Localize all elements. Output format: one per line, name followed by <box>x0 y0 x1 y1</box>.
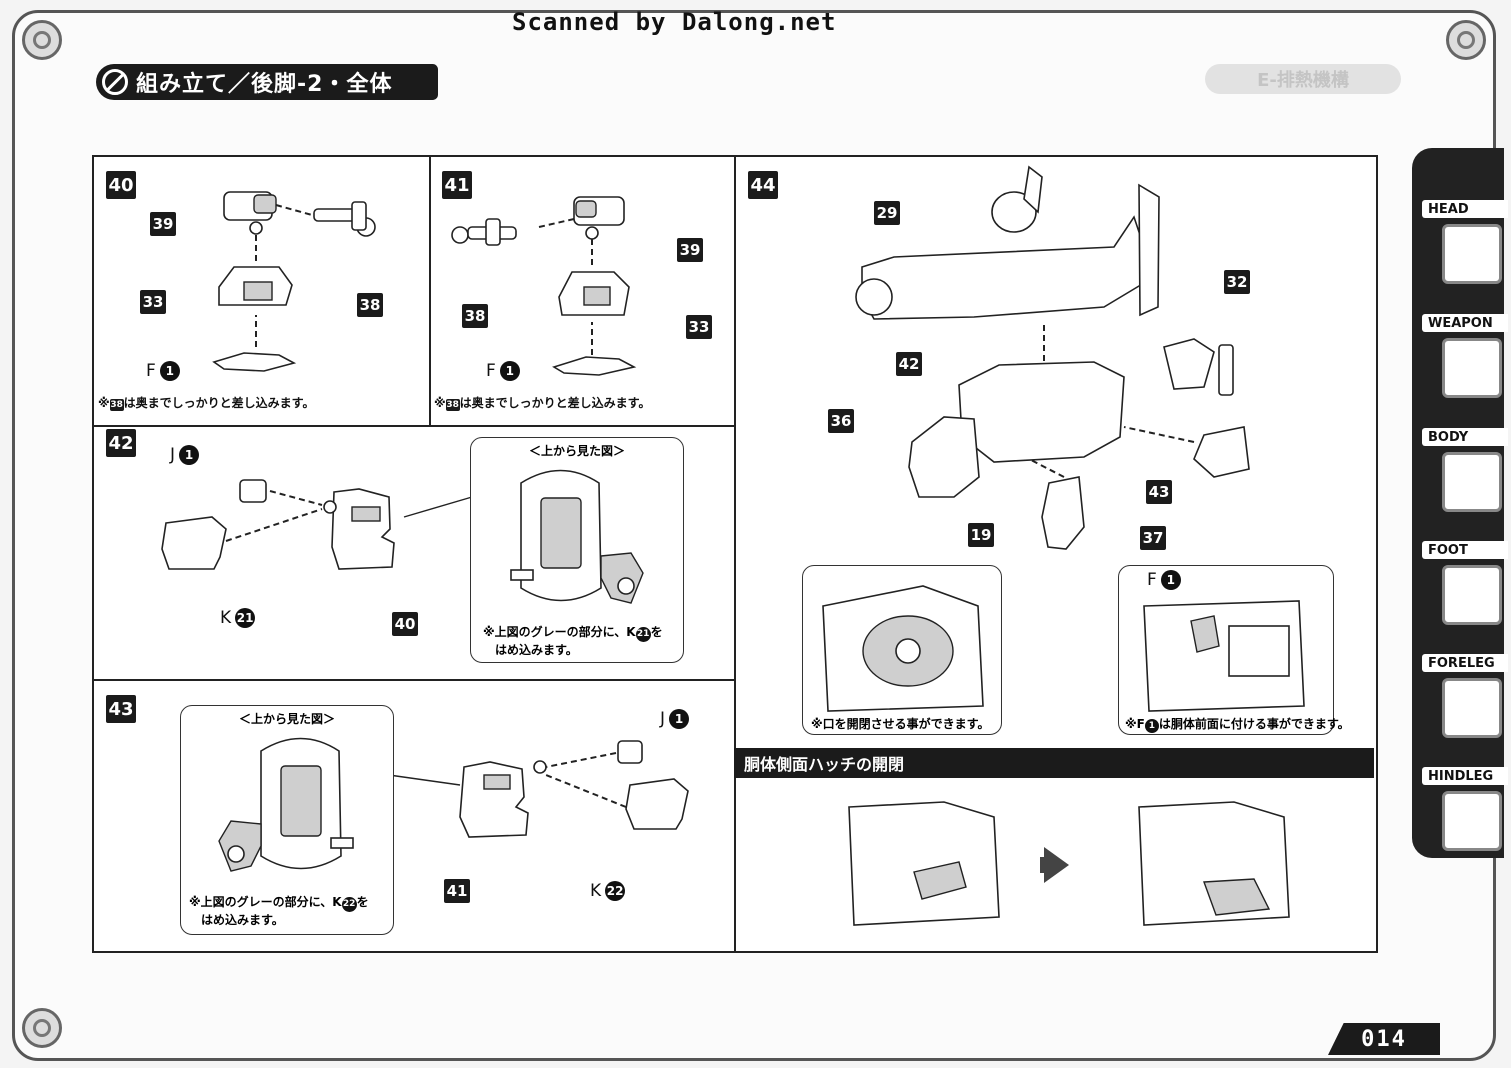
step-40-drawing <box>212 191 376 372</box>
runner-number: 22 <box>605 881 626 901</box>
step-44-drawing <box>855 165 1250 550</box>
foreleg-icon <box>1442 678 1502 738</box>
step-number: 40 <box>106 171 136 199</box>
top-view-drawing <box>510 469 644 604</box>
runner-letter: F <box>1147 570 1157 590</box>
tab-label: HEAD <box>1422 200 1508 218</box>
hatch-diagrams <box>848 801 1290 926</box>
hindleg-icon <box>1442 791 1502 851</box>
part-label: 39 <box>150 212 176 236</box>
step-number: 41 <box>442 171 472 199</box>
tab-label: BODY <box>1422 428 1508 446</box>
tab-label: HINDLEG <box>1422 767 1508 785</box>
part-label: 32 <box>1224 270 1250 294</box>
divider <box>429 157 431 425</box>
inset-caption: ＜上から見た図＞ <box>238 712 335 726</box>
runner-number: 21 <box>235 608 256 628</box>
front-plate-drawing <box>1143 600 1305 712</box>
divider <box>94 679 734 681</box>
runner-letter: F <box>486 361 496 381</box>
runner-reference: J 1 <box>170 445 200 465</box>
tab-body[interactable]: BODY <box>1422 428 1508 512</box>
runner-reference: K 22 <box>590 881 626 901</box>
part-label: 37 <box>1140 526 1166 550</box>
foot-icon <box>1442 565 1502 625</box>
part-label: 40 <box>392 612 418 636</box>
inset-instruction: ※上図のグレーの部分に、K21を はめ込みます。 <box>483 625 663 657</box>
part-label: 36 <box>828 409 854 433</box>
part-label: 33 <box>140 290 166 314</box>
runner-letter: K <box>590 881 602 901</box>
part-label: 38 <box>462 304 488 328</box>
part-label: 38 <box>357 293 383 317</box>
runner-letter: J <box>170 445 176 465</box>
step-note: ※38は奥までしっかりと差し込みます。 <box>98 396 315 411</box>
section-title-bar: 組み立て／後脚-2・全体 <box>96 64 438 100</box>
hatch-section-title: 胴体側面ハッチの開閉 <box>734 748 1374 778</box>
assembly-illustrations <box>161 165 1290 926</box>
runner-reference: J 1 <box>660 709 690 729</box>
runner-number: 1 <box>159 361 180 381</box>
part-label: 42 <box>896 352 922 376</box>
head-icon <box>1442 224 1502 284</box>
corner-bolt-icon <box>22 1008 62 1048</box>
runner-number: 1 <box>179 445 200 465</box>
divider <box>94 425 734 427</box>
tab-hindleg[interactable]: HINDLEG <box>1422 767 1508 851</box>
tab-foreleg[interactable]: FORELEG <box>1422 654 1508 738</box>
runner-reference: K 21 <box>220 608 256 628</box>
part-label: 43 <box>1146 480 1172 504</box>
weapon-icon <box>1442 338 1502 398</box>
step-number: 42 <box>106 429 136 457</box>
tab-head[interactable]: HEAD <box>1422 200 1508 284</box>
part-label: 29 <box>874 201 900 225</box>
runner-number: 1 <box>499 361 520 381</box>
show-through-badge: E-排熱機構 <box>1205 64 1401 94</box>
tab-label: FORELEG <box>1422 654 1508 672</box>
inset-instruction: ※上図のグレーの部分に、K22を はめ込みます。 <box>189 895 369 927</box>
top-view-drawing <box>218 737 354 872</box>
part-label: 41 <box>444 879 470 903</box>
body-icon <box>1442 452 1502 512</box>
step-42-drawing <box>161 479 473 570</box>
runner-number: 1 <box>669 709 690 729</box>
runner-letter: J <box>660 709 666 729</box>
part-label: 19 <box>968 523 994 547</box>
step-note: ※38は奥までしっかりと差し込みます。 <box>434 396 651 411</box>
runner-number: 1 <box>1160 570 1181 590</box>
tab-weapon[interactable]: WEAPON <box>1422 314 1508 398</box>
inset-caption: ＜上から見た図＞ <box>528 444 625 458</box>
tab-label: FOOT <box>1422 541 1508 559</box>
inset-instruction: ※口を開閉させる事ができます。 <box>811 717 990 731</box>
runner-letter: K <box>220 608 232 628</box>
part-label: 33 <box>686 315 712 339</box>
tab-foot[interactable]: FOOT <box>1422 541 1508 625</box>
runner-reference: F 1 <box>1147 570 1181 590</box>
runner-reference: F 1 <box>146 361 180 381</box>
runner-letter: F <box>146 361 156 381</box>
scan-credit: Scanned by Dalong.net <box>512 8 837 36</box>
runner-reference: F 1 <box>486 361 520 381</box>
mouth-detail-inset: ※口を開閉させる事ができます。 <box>802 565 1002 735</box>
gear-icon <box>102 69 128 95</box>
corner-bolt-icon <box>22 20 62 60</box>
step-number: 43 <box>106 695 136 723</box>
corner-bolt-icon <box>1446 20 1486 60</box>
top-view-inset: ＜上から見た図＞ ※上図のグレーの部分に、K21を はめ込みます。 <box>470 437 684 663</box>
instruction-panel: 40 41 42 43 44 39 33 38 F 1 ※38は奥までしっかりと… <box>92 155 1378 953</box>
page-number: 014 <box>1328 1023 1440 1055</box>
part-label: 39 <box>677 238 703 262</box>
mouth-detail-drawing <box>822 585 984 712</box>
step-41-drawing <box>451 196 637 376</box>
divider <box>734 157 736 951</box>
step-43-drawing <box>388 740 689 838</box>
step-number: 44 <box>748 171 778 199</box>
top-view-inset: ＜上から見た図＞ ※上図のグレーの部分に、K22を はめ込みます。 <box>180 705 394 935</box>
tab-label: WEAPON <box>1422 314 1508 332</box>
page-title: 組み立て／後脚-2・全体 <box>136 72 393 97</box>
